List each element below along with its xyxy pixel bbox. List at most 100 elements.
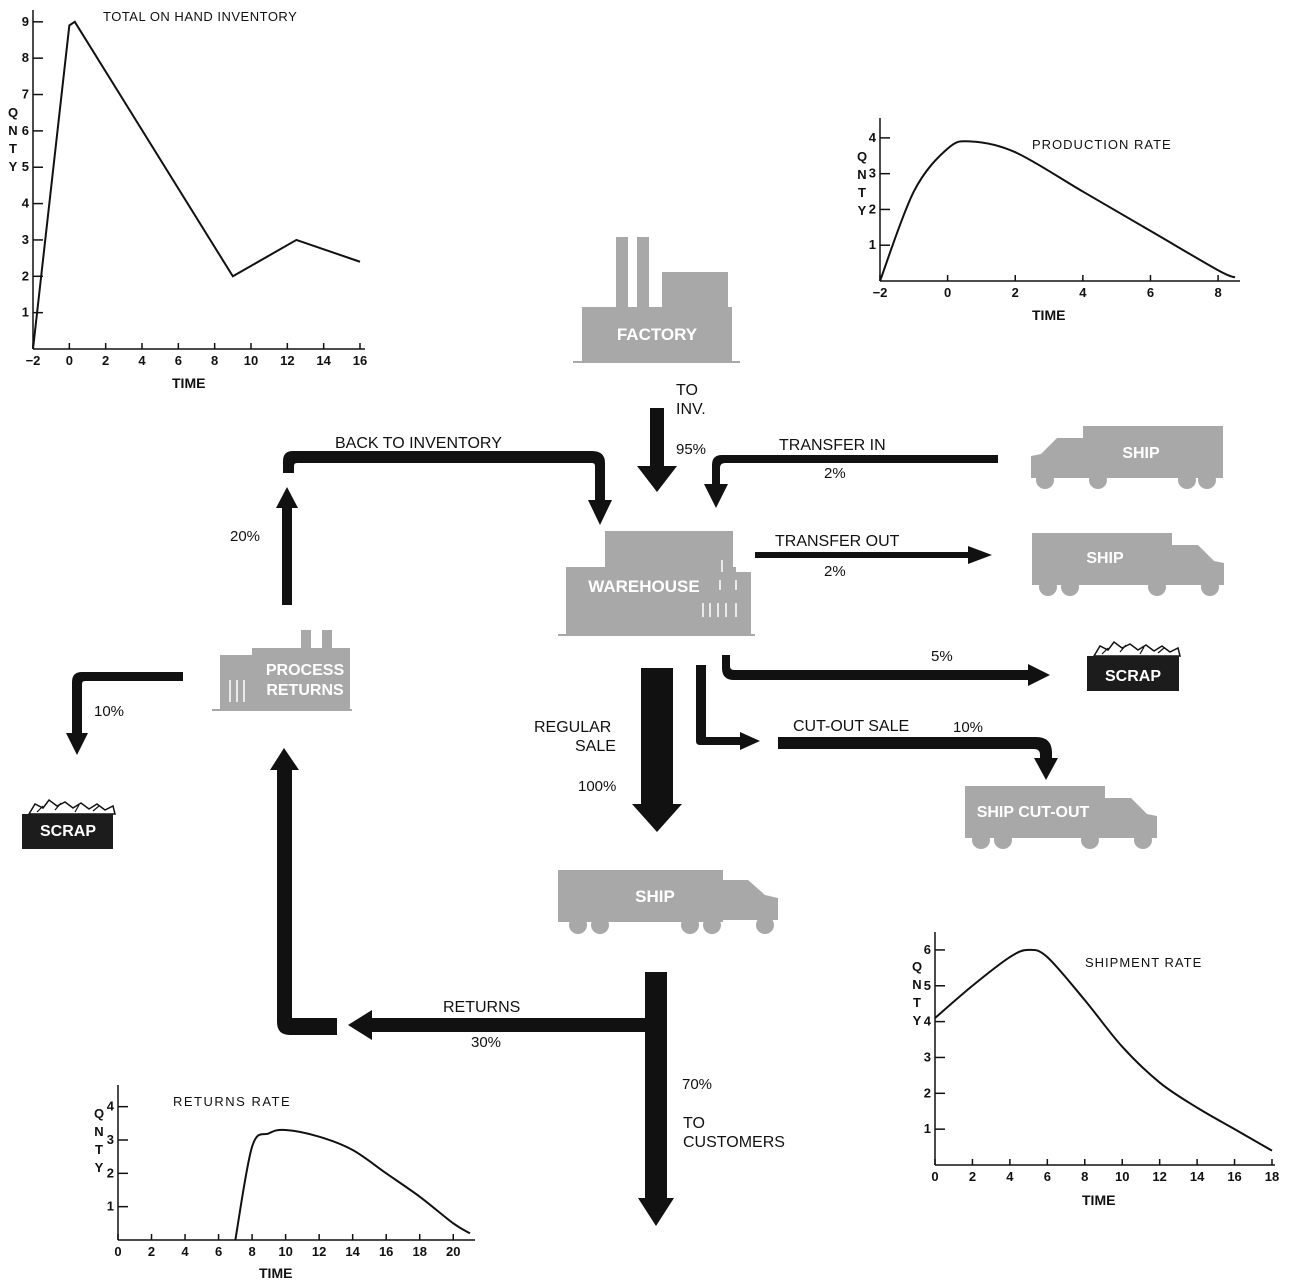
to-inventory-label-1: TO bbox=[676, 382, 698, 399]
production-ylabel: Q N T Y bbox=[856, 149, 868, 218]
inventory-y-tick-label: 6 bbox=[22, 123, 29, 138]
shipment-x-tick-label: 4 bbox=[1006, 1169, 1014, 1184]
production-x-tick-label: −2 bbox=[873, 285, 888, 300]
returns-percent: 30% bbox=[471, 1034, 502, 1051]
ship-in-label: SHIP bbox=[1122, 445, 1160, 462]
to-inventory-arrow bbox=[637, 408, 677, 492]
shipment-x-tick-label: 6 bbox=[1044, 1169, 1051, 1184]
inventory-x-tick-label: 4 bbox=[138, 353, 146, 368]
regular-sale-percent: 100% bbox=[578, 778, 617, 795]
shipment-x-tick-label: 12 bbox=[1152, 1169, 1166, 1184]
ship-main-truck-icon bbox=[558, 870, 778, 934]
returns-x-tick-label: 4 bbox=[181, 1244, 189, 1259]
inventory-x-tick-label: −2 bbox=[26, 353, 41, 368]
transfer-in-label: TRANSFER IN bbox=[779, 437, 886, 454]
shipment-x-tick-label: 8 bbox=[1081, 1169, 1088, 1184]
returns-title: RETURNS RATE bbox=[173, 1094, 291, 1109]
shipment-x-tick-label: 2 bbox=[969, 1169, 976, 1184]
inventory-x-tick-label: 8 bbox=[211, 353, 218, 368]
production-y-tick-label: 4 bbox=[869, 130, 877, 145]
cutout-sale-arrow-1 bbox=[696, 665, 760, 750]
returns-xlabel: TIME bbox=[259, 1265, 292, 1281]
shipment-x-tick-label: 16 bbox=[1227, 1169, 1241, 1184]
production-xlabel: TIME bbox=[1032, 307, 1065, 323]
scrap-left-label: SCRAP bbox=[40, 823, 96, 840]
inventory-series-line bbox=[32, 20, 361, 350]
scrap-flow-arrow bbox=[722, 655, 1050, 686]
process-returns-icon bbox=[212, 630, 352, 711]
cutout-sale-arrow-2 bbox=[778, 737, 1058, 780]
cutout-sale-label: CUT-OUT SALE bbox=[793, 718, 910, 735]
transfer-out-arrow bbox=[755, 546, 992, 564]
inventory-x-tick-label: 6 bbox=[175, 353, 182, 368]
shipment-y-tick-label: 1 bbox=[924, 1121, 931, 1136]
back-to-inventory-arrow bbox=[276, 451, 612, 605]
returns-x-tick-label: 6 bbox=[215, 1244, 222, 1259]
shipment-x-tick-label: 10 bbox=[1115, 1169, 1129, 1184]
scrap-percent: 5% bbox=[931, 648, 953, 665]
ship-out-truck-icon bbox=[1032, 533, 1224, 596]
production-y-tick-label: 2 bbox=[869, 201, 876, 216]
returns-to-process-arrow bbox=[270, 748, 337, 1035]
regular-sale-arrow bbox=[632, 668, 682, 832]
returns-x-tick-label: 16 bbox=[379, 1244, 393, 1259]
inventory-x-tick-label: 16 bbox=[353, 353, 367, 368]
scrap-left-arrow bbox=[66, 672, 183, 755]
to-inventory-label-2: INV. bbox=[676, 401, 706, 418]
process-returns-label-1: PROCESS bbox=[266, 662, 345, 679]
production-x-tick-label: 4 bbox=[1079, 285, 1087, 300]
warehouse-icon bbox=[558, 531, 755, 636]
process-returns-label-2: RETURNS bbox=[266, 682, 344, 699]
back-to-inventory-percent: 20% bbox=[230, 528, 261, 545]
transfer-in-percent: 2% bbox=[824, 465, 846, 482]
inventory-y-tick-label: 9 bbox=[22, 14, 29, 29]
to-customers-arrow bbox=[638, 972, 674, 1226]
scrap-left-icon bbox=[22, 799, 116, 849]
inventory-x-tick-label: 0 bbox=[66, 353, 73, 368]
shipment-y-tick-label: 3 bbox=[924, 1049, 931, 1064]
back-to-inventory-label: BACK TO INVENTORY bbox=[335, 435, 502, 452]
regular-sale-label-2: SALE bbox=[575, 738, 616, 755]
ship-main-label: SHIP bbox=[635, 887, 675, 906]
shipment-x-tick-label: 18 bbox=[1265, 1169, 1279, 1184]
shipment-series-line bbox=[934, 948, 1273, 1152]
transfer-in-arrow bbox=[704, 455, 998, 508]
production-x-tick-label: 0 bbox=[944, 285, 951, 300]
inventory-x-tick-label: 14 bbox=[316, 353, 331, 368]
returns-x-tick-label: 14 bbox=[345, 1244, 360, 1259]
returns-y-tick-label: 3 bbox=[107, 1132, 114, 1147]
to-customers-label-2: CUSTOMERS bbox=[683, 1134, 785, 1151]
returns-x-tick-label: 2 bbox=[148, 1244, 155, 1259]
factory-label: FACTORY bbox=[617, 325, 698, 344]
shipment-xlabel: TIME bbox=[1082, 1192, 1115, 1208]
shipment-y-tick-label: 4 bbox=[924, 1014, 932, 1029]
to-inventory-percent: 95% bbox=[676, 441, 707, 458]
shipment-title: SHIPMENT RATE bbox=[1085, 955, 1202, 970]
production-title: PRODUCTION RATE bbox=[1032, 137, 1172, 152]
ship-out-label: SHIP bbox=[1086, 550, 1124, 567]
production-series-line bbox=[879, 140, 1236, 282]
returns-arrow bbox=[348, 1010, 648, 1040]
inventory-y-tick-label: 4 bbox=[22, 196, 30, 211]
returns-x-tick-label: 8 bbox=[248, 1244, 255, 1259]
inventory-title: TOTAL ON HAND INVENTORY bbox=[103, 9, 297, 24]
transfer-out-label: TRANSFER OUT bbox=[775, 533, 900, 550]
production-y-tick-label: 1 bbox=[869, 237, 876, 252]
transfer-out-percent: 2% bbox=[824, 563, 846, 580]
inventory-y-tick-label: 2 bbox=[22, 268, 29, 283]
production-y-tick-label: 3 bbox=[869, 166, 876, 181]
production-x-tick-label: 8 bbox=[1214, 285, 1221, 300]
factory-icon bbox=[573, 237, 740, 363]
ship-cutout-label: SHIP CUT-OUT bbox=[977, 804, 1090, 821]
shipment-x-tick-label: 14 bbox=[1190, 1169, 1205, 1184]
returns-series-line bbox=[234, 1128, 471, 1241]
returns-x-tick-label: 10 bbox=[278, 1244, 292, 1259]
shipment-y-tick-label: 6 bbox=[924, 942, 931, 957]
returns-label: RETURNS bbox=[443, 999, 521, 1016]
inventory-xlabel: TIME bbox=[172, 375, 205, 391]
scrap-right-icon bbox=[1087, 641, 1181, 691]
